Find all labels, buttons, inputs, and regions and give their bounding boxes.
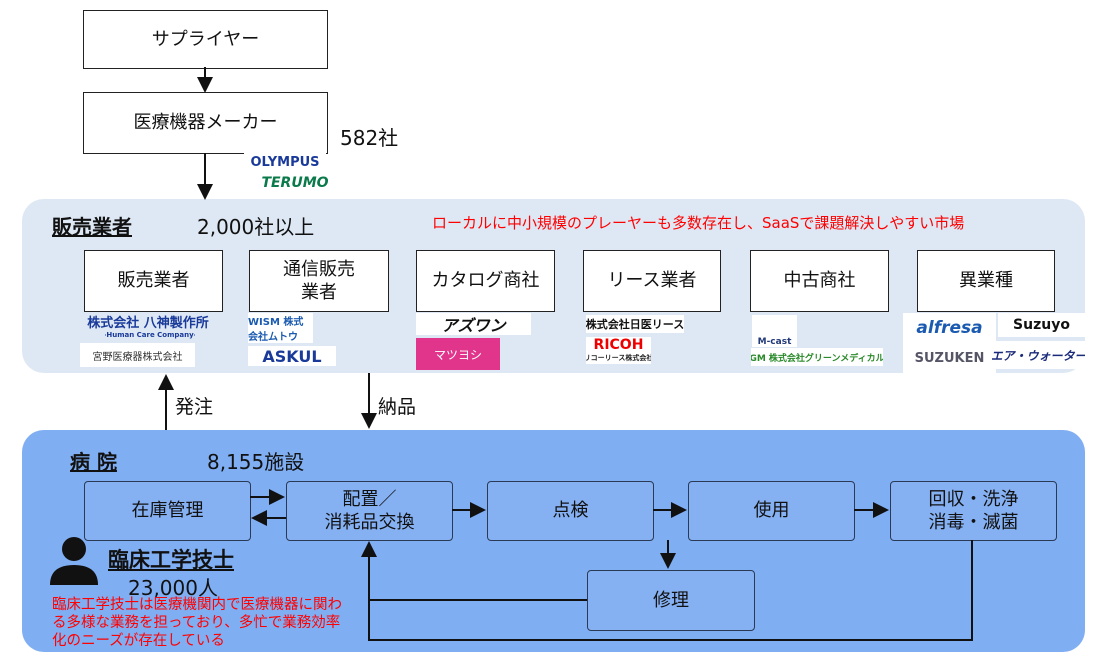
miyano-logo: 宮野医療器株式会社 [80,343,195,367]
ricoh-logo: RICOH [586,337,651,352]
category-mail-order: 通信販売 業者 [249,250,389,312]
green-medical-logo: GM 株式会社グリーンメディカル [751,348,883,366]
engineer-title: 臨床工学技士 [108,548,234,572]
engineer-count: 23,000人 [128,576,218,600]
category-other-industry: 異業種 [917,250,1055,312]
nichii-lease-logo: 株式会社日医リース [586,315,684,333]
step-placement: 配置／ 消耗品交換 [286,481,453,541]
step-inventory: 在庫管理 [84,481,251,541]
maker-box: 医療機器メーカー [83,92,328,154]
step-cleaning: 回収・洗浄 消毒・滅菌 [890,481,1057,541]
order-label: 発注 [175,396,214,418]
category-sales: 販売業者 [84,250,223,312]
supplier-box: サプライヤー [83,10,328,69]
hospital-title: 病 院 [70,450,117,474]
sales-title: 販売業者 [52,215,132,239]
yagami-tagline: -Human Care Company- [105,331,195,339]
yagami-logo: 株式会社 八神製作所 [87,315,209,330]
suzuken-logo: SUZUKEN [903,343,996,373]
step-repair: 修理 [587,570,755,631]
hospital-count: 8,155施設 [207,450,305,474]
step-use: 使用 [688,481,855,541]
askul-logo: ASKUL [248,346,336,366]
suzuyo-logo: Suzuyo [998,313,1085,337]
step-inspection: 点検 [487,481,654,541]
category-lease: リース業者 [583,250,721,312]
engineer-note: 臨床工学技士は医療機関内で医療機器に関わる多様な業務を担っており、多忙で業務効率… [52,597,342,649]
ricoh-lease-text: リコーリース株式会社 [586,352,651,364]
muto-logo: WISM 株式会社ムトウ [248,313,313,343]
olympus-logo: OLYMPUS [244,153,326,171]
maker-count: 582社 [340,126,399,150]
category-used: 中古商社 [750,250,889,312]
air-water-logo: エア・ウォーター [992,341,1085,369]
terumo-logo: TERUMO [244,173,346,192]
asone-logo: アズワン [416,313,531,335]
matsuyoshi-logo: マツヨシ [416,338,500,370]
person-icon [50,537,98,585]
delivery-label: 納品 [378,396,417,418]
sales-note: ローカルに中小規模のプレーヤーも多数存在し、SaaSで課題解決しやすい市場 [432,214,965,232]
hospital-panel [22,430,1085,652]
alfresa-logo: alfresa [903,313,996,343]
category-catalog: カタログ商社 [416,250,555,312]
mcast-logo: M-cast [752,315,797,347]
sales-count: 2,000社以上 [197,215,315,239]
